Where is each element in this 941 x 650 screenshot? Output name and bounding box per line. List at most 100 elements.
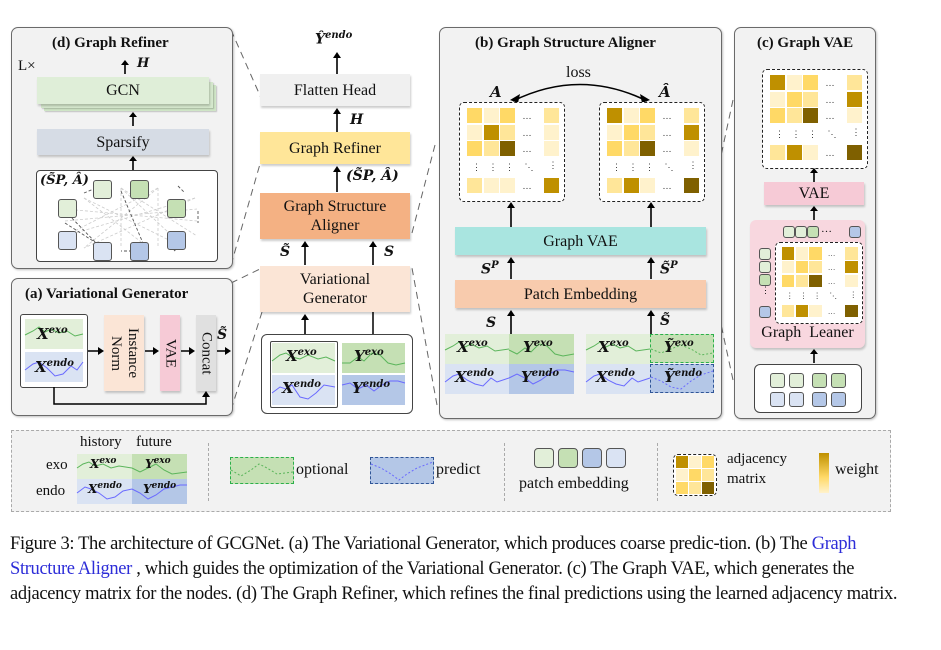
label-base: X	[90, 457, 100, 471]
flatten-head-block: Flatten Head	[260, 74, 410, 106]
matrix-cell	[623, 141, 639, 156]
patch-node	[783, 226, 795, 238]
matrix-cell	[795, 260, 808, 274]
label-sup: endo	[466, 368, 494, 379]
matrix-cell	[846, 144, 862, 160]
patch-node	[759, 248, 771, 260]
x-endo-sup: endo	[46, 358, 74, 369]
patch-node	[58, 231, 77, 250]
sp-tilde-sup: P	[670, 260, 678, 271]
label-base: X	[282, 379, 294, 397]
y-tilde-endo-cell-predict	[650, 364, 714, 393]
graph-learner-label: Graph Leaner	[761, 324, 854, 341]
label-base: X	[88, 482, 98, 496]
legend-divider	[657, 443, 658, 501]
ellipsis: ⋮	[472, 161, 481, 172]
patch-node	[831, 373, 846, 388]
matrix-cell	[786, 75, 802, 90]
matrix-cell	[786, 91, 802, 107]
matrix-cell	[483, 108, 499, 123]
matrix-cell	[483, 177, 499, 193]
arrow-up-icon	[333, 166, 341, 192]
panel-title: (c) Graph VAE	[757, 35, 854, 51]
label-base: Ỹ	[664, 368, 675, 386]
sp-label: SP	[481, 260, 499, 278]
input-series-box: Xexo Xendo	[20, 314, 88, 388]
patch-node	[812, 373, 827, 388]
matrix-cell	[689, 456, 701, 468]
matrix-cell	[607, 141, 622, 156]
arrow-right-icon	[181, 347, 195, 355]
patch-node-box	[754, 364, 862, 413]
exo-series-line	[508, 343, 575, 357]
x-exo-cell	[444, 334, 510, 364]
x-exo-base: X	[37, 325, 49, 343]
label-sup: endo	[151, 481, 177, 491]
exo-series-line	[342, 352, 406, 366]
matrix-cell	[640, 108, 655, 123]
patch-node	[759, 274, 771, 286]
ellipsis: …	[827, 263, 836, 273]
endo-series-line	[585, 373, 651, 387]
patch-node	[606, 448, 626, 468]
label-base: Y	[143, 482, 152, 496]
matrix-cell	[500, 124, 515, 140]
legend-history-label: history	[80, 434, 122, 450]
ellipsis: ⋮	[628, 161, 638, 172]
caption-link-graph-structure-aligner[interactable]: Graph Structure Aligner	[10, 534, 857, 579]
matrix-cell	[845, 247, 858, 260]
ellipsis: …	[825, 111, 835, 121]
ellipsis: …	[522, 127, 532, 138]
matrix-cell	[781, 260, 795, 274]
ellipsis: ⋮	[775, 128, 784, 139]
arrow-up-icon	[129, 156, 137, 170]
ellipsis: …	[522, 111, 532, 121]
matrix-cell	[607, 124, 622, 140]
ellipsis: ⋮	[505, 161, 514, 172]
label-sup: exo	[99, 456, 117, 466]
label-base: X	[596, 368, 608, 386]
ellipsis: ⋮	[761, 285, 770, 295]
endo-series-line	[24, 361, 84, 377]
matrix-cell	[640, 177, 655, 193]
input-label: Yexo	[523, 338, 553, 356]
exo-series-line	[24, 326, 84, 337]
matrix-cell	[676, 456, 688, 468]
legend-weight-label: weight	[835, 461, 879, 478]
label-base: Y	[354, 347, 365, 365]
legend-endo-label: endo	[36, 483, 66, 499]
patch-node	[759, 306, 771, 318]
ellipsis: ⋮	[813, 291, 821, 301]
patch-node	[812, 392, 827, 407]
ellipsis: ⋮	[548, 159, 558, 170]
ellipsis: …	[825, 78, 835, 88]
matrix-cell	[543, 124, 559, 140]
x-endo-cell	[271, 375, 336, 405]
adjacency-matrix-a: …………⋮⋮⋮⋮⋱	[459, 102, 565, 202]
matrix-cell	[846, 91, 862, 107]
h-label: H	[350, 112, 364, 128]
endo-series-line	[650, 370, 714, 390]
sp-tilde-base: S̃	[660, 261, 671, 278]
legend-predict-label: predict	[436, 461, 481, 478]
a-hat-label: Â	[659, 83, 671, 101]
ellipsis: …	[522, 144, 532, 154]
matrix-cell	[623, 124, 639, 140]
input-label: Xexo	[598, 338, 629, 356]
input-label: Xendo	[455, 368, 494, 386]
arrow-up-icon	[333, 108, 341, 132]
matrix-cell	[683, 177, 699, 193]
matrix-cell	[467, 141, 482, 156]
matrix-cell	[781, 274, 795, 287]
left-input-grid: Xexo Yexo Xendo Yendo	[444, 334, 575, 394]
input-label: Xexo	[286, 347, 317, 365]
repeat-label: L×	[18, 58, 36, 74]
matrix-cell	[781, 247, 795, 260]
label-sup: endo	[362, 379, 391, 390]
label-base: Y	[145, 457, 154, 471]
x-endo-cell	[76, 479, 133, 504]
matrix-cell	[483, 124, 499, 140]
matrix-cell	[803, 75, 818, 90]
label-base: Ỹ	[664, 338, 675, 356]
ellipsis: ⋮	[612, 161, 621, 172]
